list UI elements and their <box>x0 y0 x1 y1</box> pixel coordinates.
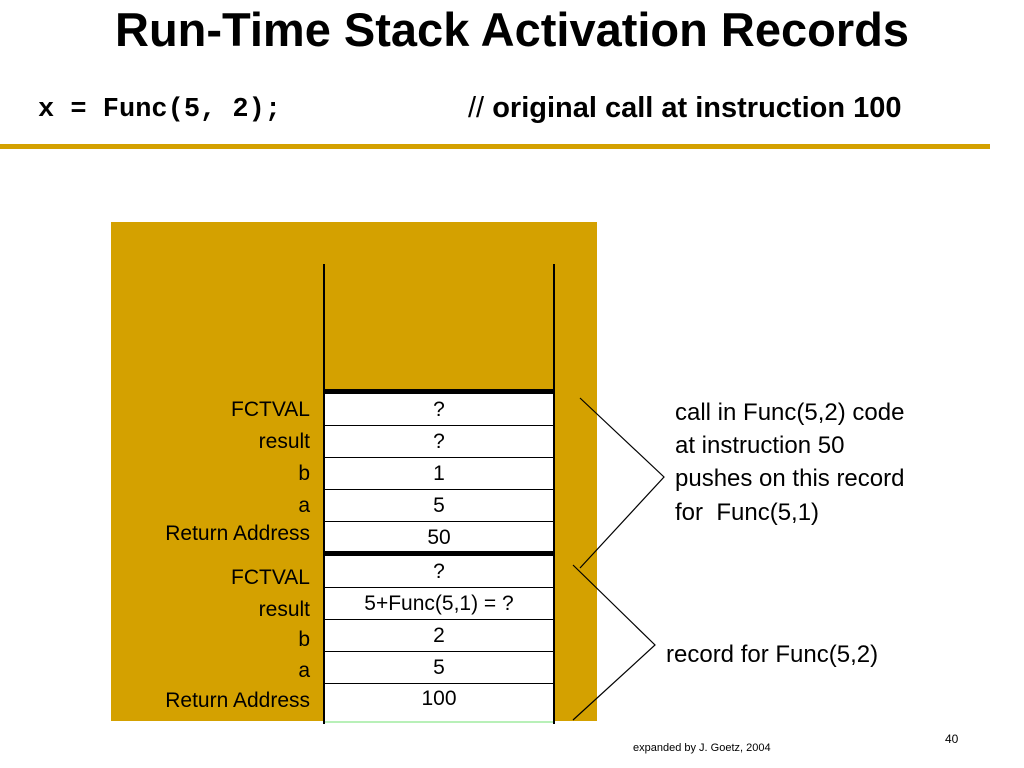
record-top-border <box>323 551 555 556</box>
footer-credit: expanded by J. Goetz, 2004 <box>633 742 771 754</box>
row-label-return-address: Return Address <box>165 689 310 712</box>
row-label-a: a <box>298 659 310 682</box>
note-line: at instruction 50 <box>675 432 845 459</box>
bracket-func-5-2 <box>572 564 656 721</box>
row-label-result: result <box>258 430 310 453</box>
stack-cell-a: 5 <box>325 652 553 684</box>
slide-title: Run-Time Stack Activation Records <box>115 3 909 56</box>
stack-cell-result: ? <box>325 426 553 458</box>
bracket-func-5-1 <box>579 397 665 569</box>
stack-bottom-edge <box>325 721 553 723</box>
row-label-b: b <box>298 628 310 651</box>
comment-text: original call at instruction 100 <box>492 92 902 124</box>
row-label-return-address: Return Address <box>165 522 310 545</box>
row-label-b: b <box>298 462 310 485</box>
row-label-a: a <box>298 494 310 517</box>
row-label-result: result <box>258 598 310 621</box>
title-divider <box>0 144 990 149</box>
page-number: 40 <box>945 732 959 746</box>
stack-cell-return-address: 100 <box>325 684 553 721</box>
comment-slashes: // <box>468 92 485 124</box>
stack-cell-fctval: ? <box>325 556 553 588</box>
stack-left-wall <box>323 264 325 724</box>
stack-cell-fctval: ? <box>325 394 553 426</box>
row-label-fctval: FCTVAL <box>231 398 310 421</box>
stack-cell-b: 1 <box>325 458 553 490</box>
stack-cell-b: 2 <box>325 620 553 652</box>
stack-cell-return-address: 50 <box>325 522 553 551</box>
row-label-fctval: FCTVAL <box>231 566 310 589</box>
run-time-stack: ? ? 1 5 50 ? 5+Func(5,1) = ? 2 5 100 <box>323 264 555 724</box>
call-comment: // original call at instruction 100 <box>468 92 902 125</box>
record-top-border <box>323 389 555 394</box>
note-line: for Func(5,1) <box>675 499 820 526</box>
stack-right-wall <box>553 264 555 724</box>
stack-cell-result: 5+Func(5,1) = ? <box>325 588 553 620</box>
note-line: call in Func(5,2) code <box>675 399 905 426</box>
call-code: x = Func(5, 2); <box>38 95 282 125</box>
note-record-func-5-2: record for Func(5,2) <box>666 641 879 668</box>
note-line: pushes on this record <box>675 465 905 492</box>
stack-cell-a: 5 <box>325 490 553 522</box>
